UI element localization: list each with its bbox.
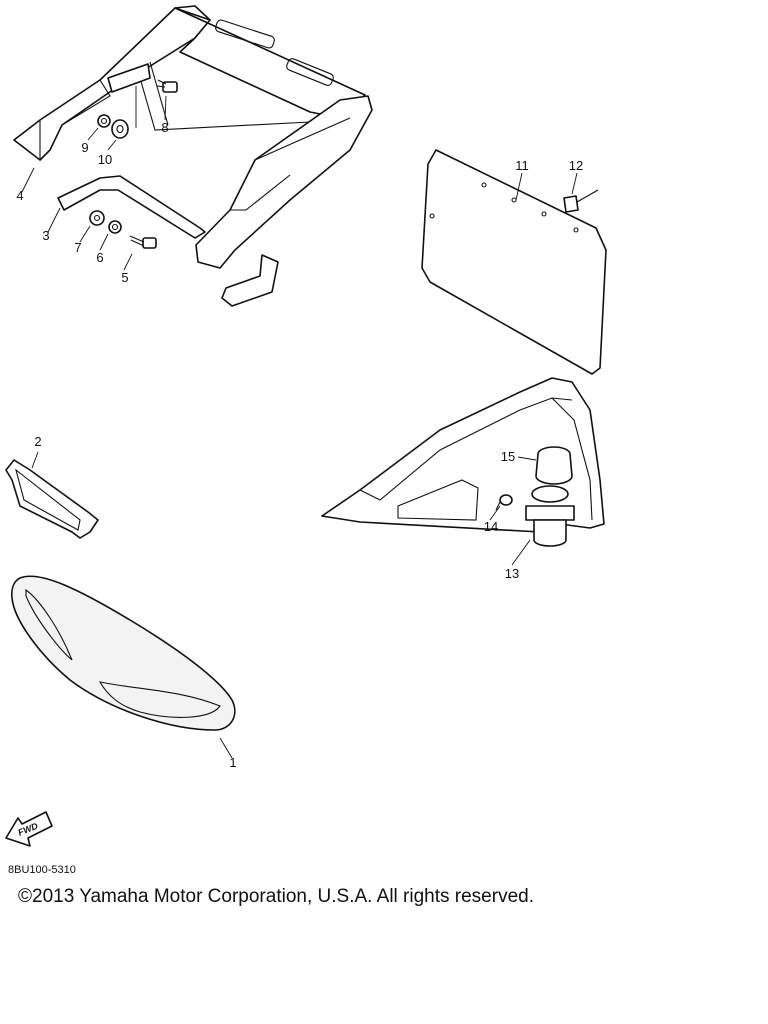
callout-14: 14 [484,519,498,534]
washer-7 [89,210,105,226]
cover-1 [11,575,236,731]
panel-11 [421,149,607,375]
callout-12: 12 [569,158,583,173]
screw-12 [563,189,599,213]
callout-4: 4 [16,188,23,203]
callout-1: 1 [229,755,236,770]
callout-labels: 1 2 3 4 5 6 7 8 9 10 11 12 13 14 15 [16,120,583,770]
callout-11: 11 [515,158,529,173]
callout-9: 9 [81,140,88,155]
bulb-15 [535,446,573,485]
washer-10 [111,119,129,139]
reflector-2 [5,459,99,539]
rear-frame-assembly [13,5,373,307]
copyright-notice: ©2013 Yamaha Motor Corporation, U.S.A. A… [18,886,534,907]
nut-6 [108,220,122,234]
callout-15: 15 [501,449,515,464]
bolt-8 [156,79,178,93]
callout-13: 13 [505,566,519,581]
callout-7: 7 [74,240,81,255]
callout-10: 10 [98,152,112,167]
fwd-arrow-icon: FWD [5,811,53,847]
drawing-code: 8BU100-5310 [8,864,76,876]
bolt-5 [129,235,157,249]
callout-6: 6 [96,250,103,265]
callout-2: 2 [34,434,41,449]
leader-lines [21,86,578,759]
socket-13 [525,485,575,547]
nut-9 [97,114,111,128]
callout-8: 8 [161,120,168,135]
callout-5: 5 [121,270,128,285]
callout-3: 3 [42,228,49,243]
clip-14 [495,494,513,511]
